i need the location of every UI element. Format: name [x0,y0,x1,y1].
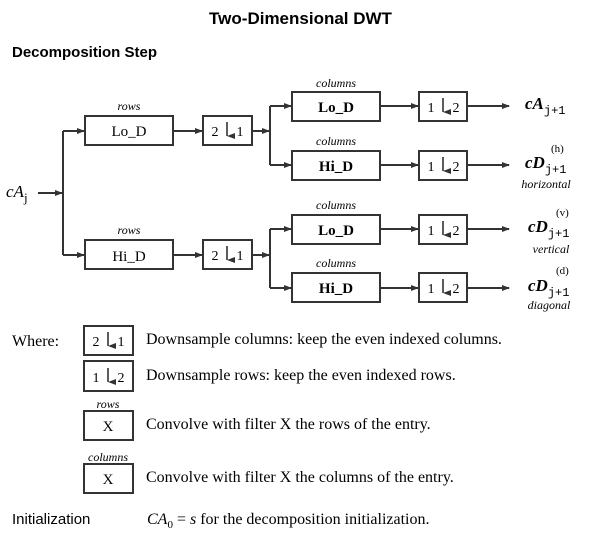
initialization-description: for the decomposition initialization. [196,511,430,528]
legend-symbol-right: 1 [118,335,125,350]
qualifier-label: rows [118,99,141,113]
output-sup: (v) [556,207,569,219]
qualifier-label: columns [316,198,356,212]
downsample-right: 1 [237,125,244,140]
downsample-right: 2 [453,282,460,297]
formula-rest: = s [172,511,197,528]
qualifier-label: rows [118,223,141,237]
legend-symbol-left: 1 [93,371,100,386]
output-label-horizontal: cDj+1 [525,153,566,177]
downsample-left: 1 [428,101,435,116]
legend-box-cols-filter [83,463,134,494]
downsample-right: 2 [453,101,460,116]
formula-variable: s [189,511,197,528]
qualifier-label: columns [316,76,356,90]
page-title: Two-Dimensional DWT [209,9,392,28]
qualifier-label: columns [316,256,356,270]
output-label-diagonal: cDj+1 [528,276,569,300]
legend-symbol-right: 2 [118,371,125,386]
output-sup: (h) [551,143,564,155]
legend-description: Convolve with filter X the columns of th… [146,469,454,486]
legend-qualifier: rows [97,397,120,411]
initialization-text: CA0 = s for the decomposition initializa… [147,511,430,531]
legend-description: Downsample columns: keep the even indexe… [146,331,502,348]
downsample-left: 2 [212,125,219,140]
output-sup: (d) [556,265,569,277]
filter-label: Hi_D [319,281,353,297]
downsample-right: 2 [453,224,460,239]
formula-sub: 0 [167,519,173,532]
input-label: cAj [6,182,28,205]
filter-label: Lo_D [318,100,354,116]
formula-base: CA [147,511,168,528]
output-caption: vertical [533,242,570,256]
legend-box-rows-filter [83,410,134,441]
output-label-approx: cAj+1 [525,94,566,118]
filter-label: Lo_D [318,223,354,239]
downsample-left: 2 [212,249,219,264]
legend-qualifier: columns [88,450,128,464]
downsample-left: 1 [428,224,435,239]
legend-symbol: X [103,472,114,488]
legend-symbol-left: 2 [93,335,100,350]
legend-box-downsample-rows [83,360,134,392]
qualifier-label: columns [316,134,356,148]
downsample-left: 1 [428,282,435,297]
downsample-left: 1 [428,160,435,175]
legend-description: Convolve with filter X the rows of the e… [146,416,431,433]
legend-where-label: Where: [12,333,60,350]
output-label-vertical: cDj+1 [528,217,569,241]
initialization-label: Initialization [12,511,91,528]
filter-label: Lo_D [112,124,147,140]
output-caption: diagonal [528,298,571,312]
downsample-right: 1 [237,249,244,264]
filter-label: Hi_D [112,249,146,265]
filter-label: Hi_D [319,159,353,175]
section-heading-decomposition: Decomposition Step [12,44,158,61]
legend-symbol: X [103,419,114,435]
downsample-right: 2 [453,160,460,175]
legend-box-downsample-cols [83,325,134,356]
legend-description: Downsample rows: keep the even indexed r… [146,367,456,384]
output-caption: horizontal [521,177,571,191]
